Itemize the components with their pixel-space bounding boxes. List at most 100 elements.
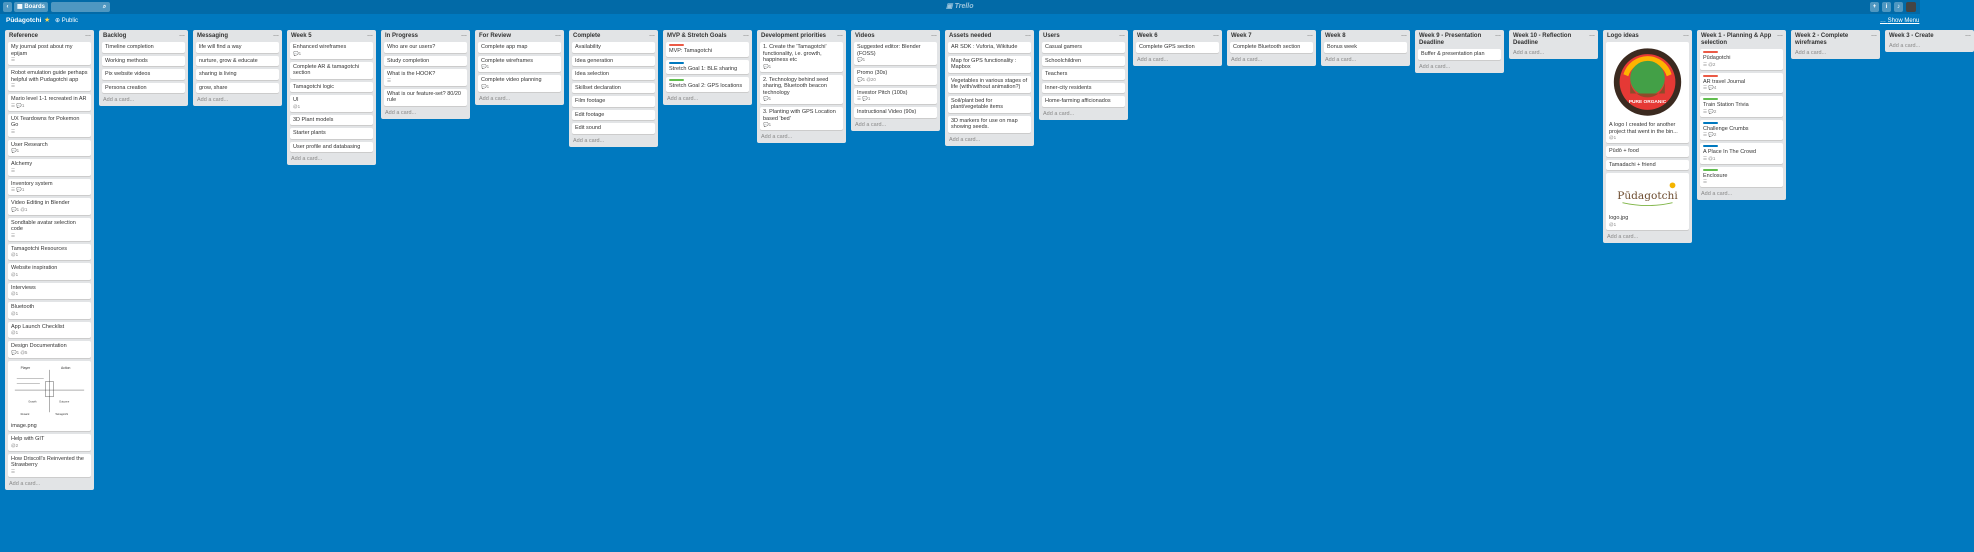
list-card[interactable]: Buffer & presentation plan — [1418, 49, 1501, 60]
list-card[interactable]: 2. Technology behind seed sharing, Bluet… — [760, 74, 843, 104]
list-card[interactable]: Edit sound — [572, 123, 655, 134]
list-card[interactable]: Challenge Crumbs☰ 💬2 — [1700, 119, 1783, 140]
list-card[interactable]: Edit footage — [572, 109, 655, 120]
list-menu-icon[interactable]: … — [1307, 32, 1313, 38]
list-card[interactable]: Tamadachi + friend — [1606, 159, 1689, 170]
add-card-button[interactable]: Add a card... — [949, 136, 981, 143]
back-icon[interactable]: ‹ — [3, 2, 12, 12]
list-card[interactable]: Complete wireframes💬1 — [478, 55, 561, 72]
list-card[interactable]: MVP: Tamagotchi — [666, 42, 749, 57]
list-card[interactable]: Sondtable avatar selection code☰ — [8, 217, 91, 241]
list-menu-icon[interactable]: … — [1777, 32, 1783, 38]
search-input[interactable] — [51, 2, 110, 12]
board-title[interactable]: Pūdagotchi — [6, 17, 42, 24]
list-title[interactable]: Week 7 — [1231, 33, 1252, 39]
list-card[interactable]: Film footage — [572, 96, 655, 107]
list-card[interactable]: Tamagotchi Resources@1 — [8, 243, 91, 260]
list-title[interactable]: Messaging — [197, 33, 229, 39]
list-card[interactable]: Alchemy☰ — [8, 159, 91, 176]
list-card[interactable]: Robot emulation guide perhaps helpful wi… — [8, 68, 91, 91]
list-title[interactable]: Week 9 - Presentation Deadline — [1419, 33, 1482, 46]
list-title[interactable]: Week 6 — [1137, 33, 1158, 39]
list-card[interactable]: Availability — [572, 42, 655, 53]
list-card[interactable]: Casual gamers — [1042, 42, 1125, 53]
list-card[interactable]: Instructional Video (90s) — [854, 107, 937, 118]
list-card[interactable]: Investor Pitch (100s)☰ 💬1 — [854, 87, 937, 104]
show-menu-button[interactable]: … Show Menu — [1880, 18, 1920, 24]
list-card[interactable]: User Research💬1 — [8, 139, 91, 156]
list-menu-icon[interactable]: … — [1495, 32, 1501, 38]
list-card[interactable]: life will find a way — [196, 42, 279, 53]
list-card[interactable]: Inner-city residents — [1042, 82, 1125, 93]
list-title[interactable]: Complete — [573, 33, 601, 39]
list-card[interactable]: Complete Bluetooth section — [1230, 42, 1313, 53]
list-card[interactable]: Inventory system☰ 💬1 — [8, 178, 91, 195]
add-card-button[interactable]: Add a card... — [1701, 191, 1733, 197]
star-icon[interactable]: ★ — [44, 17, 51, 24]
list-title[interactable]: Week 3 - Create — [1889, 33, 1934, 39]
add-card-button[interactable]: Add a card... — [1513, 50, 1545, 56]
list-card[interactable]: Stretch Goal 2: GPS locations — [666, 77, 749, 92]
list-card[interactable]: AR SDK : Vuforia, Wikitude — [948, 42, 1031, 53]
list-card[interactable]: A Place In The Crowd☰ @1 — [1700, 143, 1783, 164]
boards-button[interactable]: ▦ Boards — [14, 2, 48, 12]
list-card[interactable]: User profile and databasing — [290, 141, 373, 152]
list-card[interactable]: Idea selection — [572, 69, 655, 80]
add-card-button[interactable]: Add a card... — [9, 480, 41, 487]
list-menu-icon[interactable]: … — [743, 32, 749, 38]
list-card[interactable]: Enhanced wireframes💬1 — [290, 42, 373, 59]
add-card-button[interactable]: Add a card... — [1795, 50, 1827, 56]
list-card[interactable]: Skillset declaration — [572, 82, 655, 93]
list-menu-icon[interactable]: … — [649, 32, 655, 38]
list-title[interactable]: MVP & Stretch Goals — [667, 33, 727, 39]
list-card[interactable]: 3D markers for use on map showing seeds. — [948, 115, 1031, 133]
list-menu-icon[interactable]: … — [1871, 32, 1877, 38]
add-card-button[interactable]: Add a card... — [667, 95, 699, 102]
notification-bell-icon[interactable]: ♪ — [1894, 2, 1903, 12]
add-card-button[interactable]: Add a card... — [197, 97, 229, 103]
list-menu-icon[interactable]: … — [931, 32, 937, 38]
list-card[interactable]: Pūdō + food — [1606, 146, 1689, 157]
list-card[interactable]: Interviews@1 — [8, 282, 91, 299]
list-card[interactable]: Home-farming afficionados — [1042, 96, 1125, 107]
list-menu-icon[interactable]: … — [461, 32, 467, 38]
list-menu-icon[interactable]: … — [1119, 32, 1125, 38]
list-card[interactable]: 3D Plant models — [290, 114, 373, 125]
list-card[interactable]: Stretch Goal 1: BLE sharing — [666, 59, 749, 74]
list-card[interactable]: 3. Planting with GPS Location based 'bed… — [760, 107, 843, 130]
list-menu-icon[interactable]: … — [1589, 32, 1595, 38]
list-card[interactable]: UX Teardowns for Pokemon Go☰ — [8, 113, 91, 137]
list-title[interactable]: Development priorities — [761, 33, 827, 39]
list-card[interactable]: Complete video planning💬1 — [478, 75, 561, 92]
avatar[interactable] — [1906, 2, 1916, 12]
list-title[interactable]: For Review — [479, 33, 512, 39]
add-card-button[interactable]: Add a card... — [479, 95, 511, 102]
list-menu-icon[interactable]: … — [555, 32, 561, 38]
list-card[interactable]: Tamagotchi logic — [290, 81, 373, 92]
add-card-button[interactable]: Add a card... — [1889, 43, 1921, 49]
list-card[interactable]: What is the HOOK?☰ — [384, 69, 467, 86]
list-menu-icon[interactable]: … — [1683, 32, 1689, 38]
list-card[interactable]: Schoolchildren — [1042, 55, 1125, 66]
add-card-button[interactable]: Add a card... — [573, 137, 605, 144]
list-card[interactable]: What is our feature-set? 80/20 rule — [384, 88, 467, 106]
list-card[interactable]: Bluetooth@1 — [8, 302, 91, 319]
list-card[interactable]: Complete GPS section — [1136, 42, 1219, 53]
list-card[interactable]: Working methods — [102, 55, 185, 66]
list-title[interactable]: Assets needed — [949, 33, 992, 39]
add-card-button[interactable]: Add a card... — [1607, 233, 1639, 240]
list-title[interactable]: Videos — [855, 33, 875, 39]
list-menu-icon[interactable]: … — [1401, 32, 1407, 38]
list-menu-icon[interactable]: … — [1213, 32, 1219, 38]
list-card[interactable]: Enclosure☰ — [1700, 166, 1783, 187]
add-card-button[interactable]: Add a card... — [1137, 56, 1169, 63]
trello-logo[interactable]: ▣ Trello — [946, 3, 974, 10]
add-card-button[interactable]: Add a card... — [291, 156, 323, 162]
list-title[interactable]: In Progress — [385, 33, 419, 39]
list-card[interactable]: Teachers — [1042, 69, 1125, 80]
list-menu-icon[interactable]: … — [367, 32, 373, 38]
list-card[interactable]: nurture, grow & educate — [196, 55, 279, 66]
